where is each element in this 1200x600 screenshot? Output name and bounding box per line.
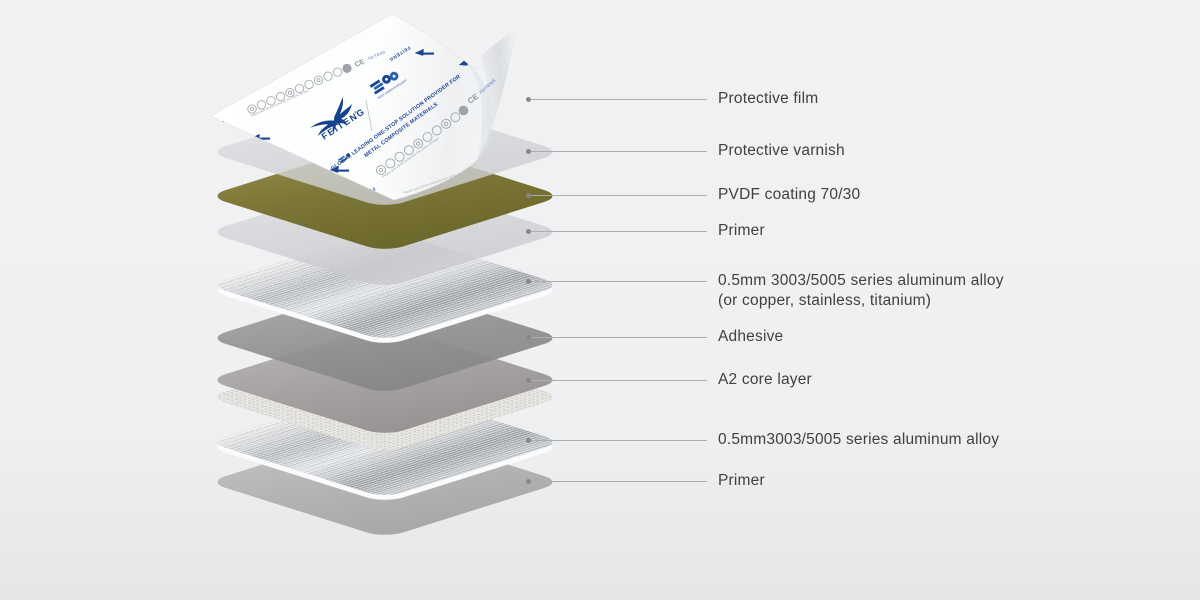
film-arrow-icon bbox=[329, 165, 350, 173]
edge-brand-left: FEITENG bbox=[202, 120, 226, 135]
callout-label-line1: 0.5mm 3003/5005 series aluminum alloy bbox=[718, 272, 1004, 289]
callout-label: Protective varnish bbox=[718, 142, 845, 159]
certification-icons-row-b bbox=[376, 112, 461, 175]
logo-divider bbox=[365, 99, 373, 132]
callout-label: 0.5mm3003/5005 series aluminum alloy bbox=[718, 431, 1000, 448]
callout-label: PVDF coating 70/30 bbox=[718, 186, 861, 203]
callout-label: Primer bbox=[718, 472, 765, 489]
leader-line bbox=[531, 480, 707, 482]
callout-label: A2 core layer bbox=[718, 371, 812, 388]
callout-label-line2: (or copper, stainless, titanium) bbox=[718, 292, 932, 309]
leader-dot bbox=[526, 192, 531, 198]
callout-adhesive: Adhesive bbox=[526, 327, 783, 347]
leader-line bbox=[531, 379, 707, 381]
callout-protective-film: Protective film bbox=[526, 89, 818, 109]
film-print-fragment bbox=[337, 153, 351, 163]
leader-line bbox=[531, 230, 707, 232]
leader-dot bbox=[526, 148, 531, 154]
callout-aluminum-bottom: 0.5mm3003/5005 series aluminum alloy bbox=[526, 430, 999, 450]
leader-dot bbox=[526, 334, 531, 340]
callout-protective-varnish: Protective varnish bbox=[526, 141, 845, 161]
callout-label: Adhesive bbox=[718, 328, 784, 345]
ce-mark-a: CE bbox=[354, 58, 366, 68]
callout-label: Protective film bbox=[718, 90, 819, 107]
certification-icons-row-a bbox=[247, 67, 343, 114]
callout-primer-top: Primer bbox=[526, 221, 765, 241]
edge-brand-bottom: FEITENG bbox=[353, 186, 376, 203]
leader-dot bbox=[526, 278, 531, 284]
film-brand-small-a: FEITENG bbox=[368, 50, 386, 61]
film-arrow-icon bbox=[414, 48, 435, 56]
leader-dot bbox=[526, 377, 531, 383]
certification-badge-filled-b bbox=[458, 105, 469, 116]
leader-line bbox=[531, 336, 707, 338]
leader-dot bbox=[526, 478, 531, 484]
film-curl-crease bbox=[468, 64, 493, 160]
callout-label: Primer bbox=[718, 222, 765, 239]
leader-dot bbox=[526, 228, 531, 234]
callout-a2-core: A2 core layer bbox=[526, 370, 812, 390]
film-sheet bbox=[210, 13, 517, 201]
callout-aluminum-top: 0.5mm 3003/5005 series aluminum alloy (o… bbox=[526, 271, 1004, 311]
leader-dot bbox=[526, 437, 531, 443]
callout-primer-bottom: Primer bbox=[526, 471, 765, 491]
leader-line bbox=[531, 194, 707, 196]
leader-dot bbox=[526, 96, 531, 102]
registered-mark: ® bbox=[354, 110, 357, 115]
feiteng-eagle-logo bbox=[310, 97, 353, 137]
leader-line bbox=[531, 439, 707, 441]
leader-line bbox=[531, 280, 707, 282]
leader-line bbox=[531, 98, 707, 100]
anniversary-30-logo: 30th ANNIVERSARY bbox=[369, 71, 409, 100]
callout-pvdf-coating: PVDF coating 70/30 bbox=[526, 185, 860, 205]
callout-label: 0.5mm 3003/5005 series aluminum alloy (o… bbox=[718, 271, 1004, 311]
certification-badge-filled bbox=[342, 63, 352, 73]
leader-line bbox=[531, 150, 707, 152]
